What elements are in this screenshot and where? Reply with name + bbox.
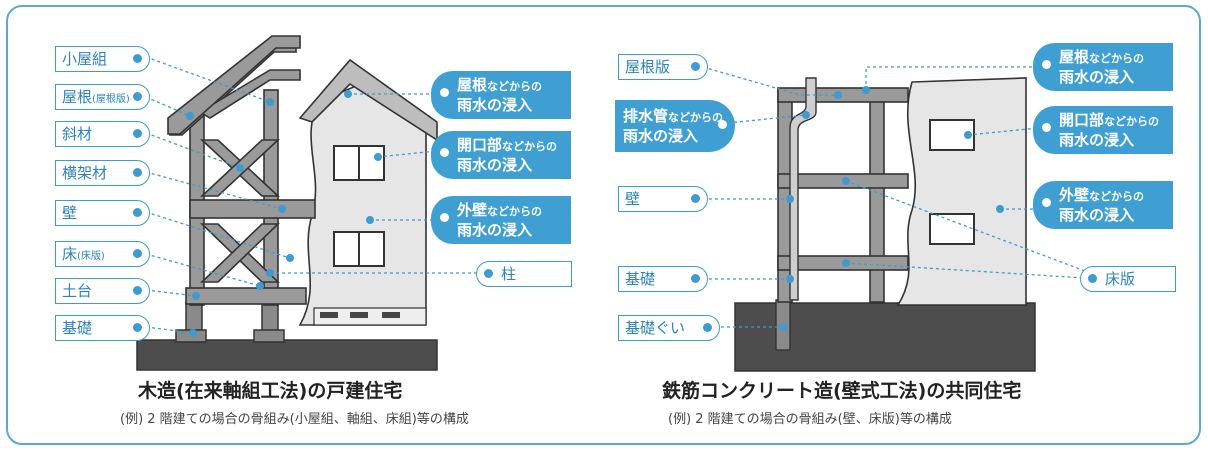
window-lower-right xyxy=(929,213,975,245)
exterior-wall-right xyxy=(896,77,1027,306)
subtitle-left: (例) 2 階建ての場合の骨組み(小屋組、軸組、床組)等の構成 xyxy=(120,412,469,427)
subtitle-right: (例) 2 階建ての場合の骨組み(壁、床版)等の構成 xyxy=(668,412,952,427)
exterior-wall-left xyxy=(298,85,427,326)
label-kabe-left: 壁 xyxy=(55,200,150,226)
bubble-opening-left: 開口部などからの 雨水の浸入 xyxy=(431,131,571,179)
label-shazai: 斜材 xyxy=(55,121,150,147)
wood-house-illustration xyxy=(136,35,483,371)
title-right: 鉄筋コンクリート造(壁式工法)の共同住宅 xyxy=(662,380,1022,402)
label-dodai: 土台 xyxy=(55,278,150,304)
drain-pipe xyxy=(789,77,817,301)
label-kiso-right: 基礎 xyxy=(618,266,708,292)
bubble-drain-pipe: 排水管などからの 雨水の浸入 xyxy=(615,100,735,152)
title-left: 木造(在来軸組工法)の戸建住宅 xyxy=(138,380,403,402)
label-yaneban: 屋根版 xyxy=(618,54,708,80)
label-yokokazai: 横架材 xyxy=(55,160,150,186)
rc-building-illustration xyxy=(702,66,1086,372)
sill-dodai xyxy=(185,287,307,305)
label-yane: 屋根(屋根版) xyxy=(55,84,150,110)
bubble-roof-right: 屋根などからの 雨水の浸入 xyxy=(1033,43,1173,91)
label-yukaban: 床版 xyxy=(1080,266,1176,292)
ground-left xyxy=(136,339,438,371)
bubble-opening-right: 開口部などからの 雨水の浸入 xyxy=(1033,106,1173,154)
bubble-roof-left: 屋根などからの 雨水の浸入 xyxy=(431,71,571,119)
bubble-wall-right: 外壁などからの 雨水の浸入 xyxy=(1033,181,1173,229)
label-kisogui: 基礎ぐい xyxy=(618,315,720,341)
label-hashira: 柱 xyxy=(476,261,572,287)
bubble-wall-left: 外壁などからの 雨水の浸入 xyxy=(431,196,571,244)
label-kiso-left: 基礎 xyxy=(55,315,150,341)
roof-rafter xyxy=(167,35,301,135)
label-kabe-right: 壁 xyxy=(618,186,708,212)
label-koyagumi: 小屋組 xyxy=(55,46,150,72)
label-yuka: 床(床版) xyxy=(55,241,150,267)
